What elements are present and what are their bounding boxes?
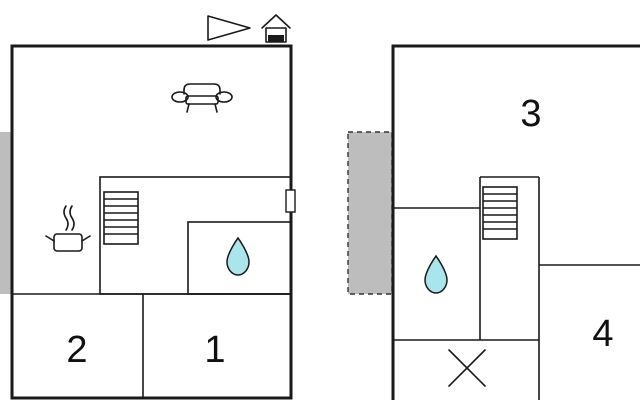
room-number-1: 1 — [204, 329, 225, 371]
terrace-area — [347, 131, 393, 295]
sofa-icon — [171, 83, 233, 113]
compass-arrow-icon — [207, 15, 251, 41]
room-number-2: 2 — [66, 329, 87, 371]
water-drop-icon — [226, 236, 250, 276]
door-icon — [285, 189, 296, 213]
left-floor: 1 2 — [0, 44, 296, 400]
central-block — [99, 176, 292, 295]
staircase-icon — [103, 191, 139, 245]
right-floor: 3 4 — [347, 44, 640, 400]
water-drop-icon — [424, 254, 448, 294]
house-icon — [261, 14, 291, 43]
cross-mark-icon — [448, 349, 486, 387]
terrace-area — [0, 132, 12, 294]
outer-wall — [391, 44, 640, 400]
cooking-pot-icon — [45, 205, 91, 252]
staircase-icon — [482, 186, 518, 240]
room-number-4: 4 — [592, 313, 613, 355]
room-number-3: 3 — [520, 93, 541, 135]
